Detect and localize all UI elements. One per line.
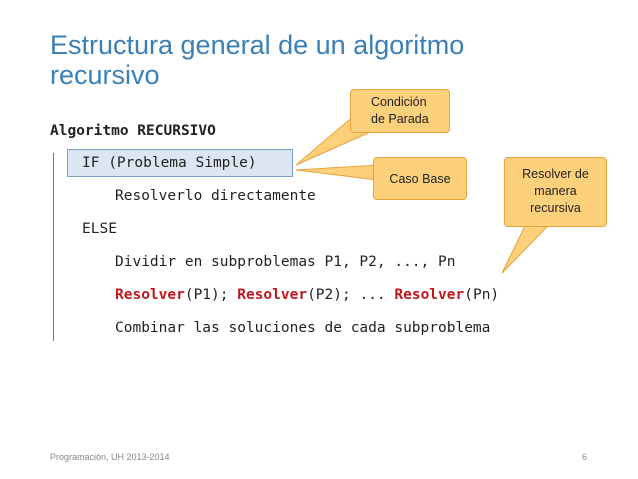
callout-rec-line-3: recursiva — [530, 201, 581, 215]
code-indent-bar — [53, 153, 54, 341]
keyword-resolver-3: Resolver — [394, 287, 465, 303]
code-if-line: IF (Problema Simple) — [82, 155, 257, 171]
footer-course: Programación, UH 2013-2014 — [50, 452, 170, 462]
footer-page-number: 6 — [582, 452, 588, 462]
solve-arg-p1: (P1); — [184, 287, 238, 303]
callout-stop-condition: Condición de Parada — [350, 89, 450, 133]
code-direct-line: Resolverlo directamente — [115, 188, 316, 204]
solve-arg-pn: (Pn) — [464, 287, 500, 303]
code-combine-line: Combinar las soluciones de cada subprobl… — [115, 320, 491, 336]
code-else-line: ELSE — [82, 221, 117, 237]
code-divide-line: Dividir en subproblemas P1, P2, ..., Pn — [115, 254, 456, 270]
callout-stop-line-1: Condición — [371, 95, 427, 109]
solve-arg-p2: (P2); ... — [307, 287, 395, 303]
pointer-base-case — [295, 164, 379, 181]
code-solve-line: Resolver(P1); Resolver(P2); ... Resolver… — [115, 285, 499, 305]
callout-rec-line-1: Resolver de — [522, 167, 589, 181]
slide-title: Estructura general de un algoritmo recur… — [50, 30, 510, 90]
algorithm-heading: Algoritmo RECURSIVO — [50, 123, 216, 139]
if-highlight-box — [67, 149, 293, 177]
slide-title-line-2: recursivo — [50, 60, 160, 90]
keyword-resolver-2: Resolver — [237, 287, 308, 303]
callout-stop-line-2: de Parada — [371, 112, 429, 126]
keyword-resolver-1: Resolver — [115, 287, 185, 303]
callout-rec-line-2: manera — [534, 184, 577, 198]
callout-base-case: Caso Base — [373, 157, 467, 200]
pointer-recursive — [501, 225, 550, 274]
slide-title-line-1: Estructura general de un algoritmo — [50, 30, 465, 60]
callout-recursive: Resolver de manera recursiva — [504, 157, 607, 227]
